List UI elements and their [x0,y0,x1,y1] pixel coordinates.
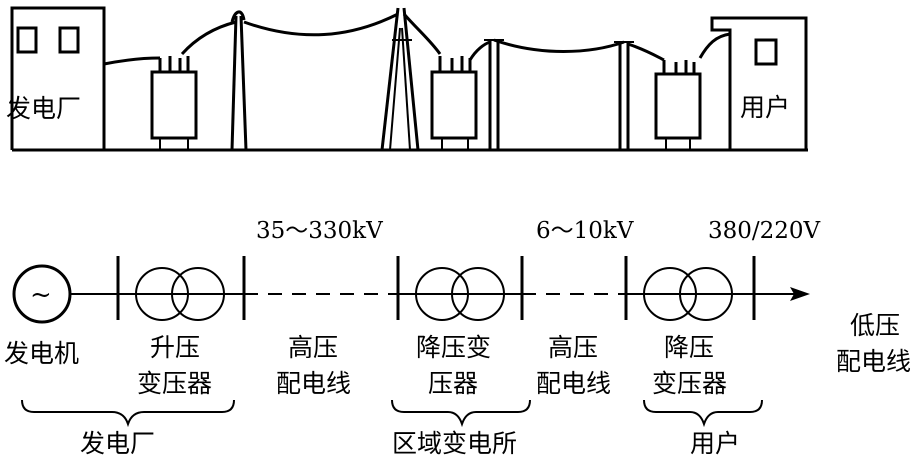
power-plant-building: 发电厂 [6,6,106,150]
group-brace [643,399,763,428]
pictorial-scene: 发电厂 [6,6,808,152]
group-label-consumer: 用户 [690,429,740,458]
transformer-icon [430,56,478,150]
group-label-regional-substation: 区域变电所 [392,429,517,458]
hv-line-label-1: 高压 [288,333,338,362]
transformer-icon [654,60,702,150]
lv-line-label-2: 配电线 [836,347,911,376]
arrow-right-icon [790,287,810,301]
pole-icon [484,39,504,150]
step-down-transformer-2-label-1: 降压 [664,333,714,362]
group-brace [391,399,531,428]
step-down-transformer-2-label-2: 变压器 [652,369,727,398]
transformer-symbol [415,267,505,321]
hv-line-label-2: 配电线 [276,369,351,398]
step-down-transformer-1-label-1: 降压变 [416,333,491,362]
voltage-label-lv: 380/220V [708,218,821,244]
window-icon [16,26,38,54]
lv-line-label-1: 低压 [850,311,900,340]
window-icon [58,26,80,54]
transformer-icon [150,56,198,150]
mv-line-label-1: 高压 [548,333,598,362]
power-plant-label: 发电厂 [6,94,81,123]
consumer-building: 用户 [710,16,808,150]
overhead-conductors [180,12,731,62]
plant-feeder-line [103,56,161,66]
mv-line-label-2: 配电线 [536,369,611,398]
window-icon [754,38,778,66]
transmission-tower-icon [230,10,248,151]
pole-icon [614,41,634,150]
transformer-symbol [135,267,225,321]
group-label-power-plant: 发电厂 [80,429,155,458]
voltage-label-mv: 6～10kV [536,218,634,244]
step-up-transformer-label-1: 升压 [150,333,200,362]
consumer-label: 用户 [740,93,790,122]
transformer-symbol [643,267,733,321]
schematic: 35～330kV 6～10kV 380/220V ~ [4,218,911,458]
transmission-tower-icon [380,7,420,151]
ac-wave-icon: ~ [30,280,52,310]
generator-symbol: ~ [12,264,72,324]
voltage-label-hv: 35～330kV [256,218,383,244]
generator-label: 发电机 [4,339,79,368]
step-down-transformer-1-label-2: 压器 [428,369,478,398]
step-up-transformer-label-2: 变压器 [137,369,212,398]
group-brace [21,399,235,428]
